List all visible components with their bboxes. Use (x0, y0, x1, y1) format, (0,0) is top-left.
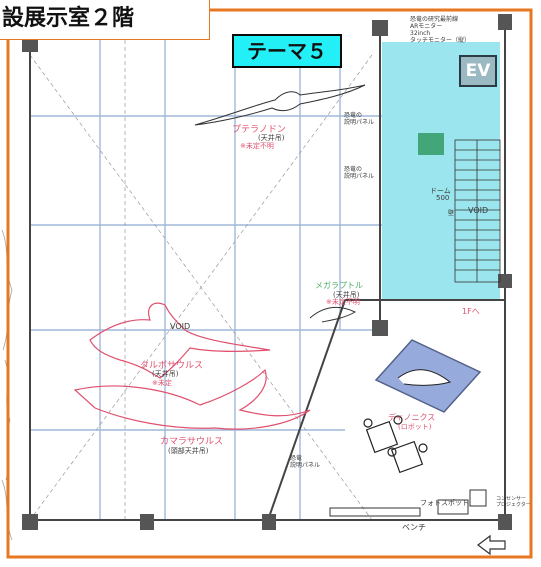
exit-arrow (477, 534, 506, 556)
panel-label-2: 恐竜の 説明パネル (344, 166, 375, 180)
bench-label: ベンチ (402, 523, 426, 532)
pteranodon-note: ※未定不明 (240, 142, 274, 150)
pteranodon-sketch (194, 84, 366, 126)
pteranodon-sub: (天井吊) (258, 134, 285, 142)
pteranodon-label: プテラノドン (232, 125, 286, 135)
theme-5-badge: テーマ５ (232, 34, 342, 68)
monitor-note: 恐竜の研究最前線 ARモニター 32inch タッチモニター（縦） (410, 16, 471, 44)
camarasaurus-sketch (73, 368, 311, 430)
page-title: 設展示室２階 (0, 0, 210, 40)
monitor-grid (418, 133, 444, 155)
projector-label: コンセンサー プロジェクター (496, 496, 531, 508)
stairs (454, 139, 501, 283)
table-set (363, 415, 428, 474)
tarbosaurus-sketch (89, 302, 271, 379)
megaraptor-sketch (309, 306, 357, 323)
elevator-badge: EV (459, 55, 497, 87)
camarasaurus-sub: (頭部天井吊) (168, 447, 209, 455)
void-right-label: VOID (468, 206, 489, 215)
robot-sub: (ロボット) (398, 423, 432, 431)
void-left-label: VOID (170, 322, 191, 331)
void-diagonals (29, 40, 373, 521)
robot-label: ディノニクス (388, 413, 436, 422)
outer-wall (6, 8, 533, 559)
megaraptor-sub: (天井吊) (333, 291, 360, 299)
tarbosaurus-sub: (天井吊) (152, 370, 179, 378)
walls (29, 20, 506, 521)
megaraptor-label: メガラプトル (315, 281, 363, 290)
tarbosaurus-note: ※未定 (152, 379, 172, 387)
photo-spot-label: フォトスポット (420, 499, 469, 507)
photo-spot-fixtures (329, 489, 487, 517)
structural-grid (30, 40, 382, 520)
columns (22, 14, 512, 530)
camarasaurus-label: カマラサウルス (160, 437, 224, 447)
panel-label-1: 恐竜の 説明パネル (344, 112, 375, 126)
robot-display (374, 339, 482, 413)
panel-label-3: 恐竜 説明パネル (290, 455, 321, 469)
tarbosaurus-label: タルボサウルス (140, 361, 204, 371)
side-wall-label: 壁 (448, 210, 455, 217)
exit-label: 1Fへ (462, 307, 480, 316)
dome-sub: 500 (436, 194, 450, 202)
dome-label: ドーム (430, 187, 451, 195)
megaraptor-note: ※未定不明 (326, 298, 360, 306)
